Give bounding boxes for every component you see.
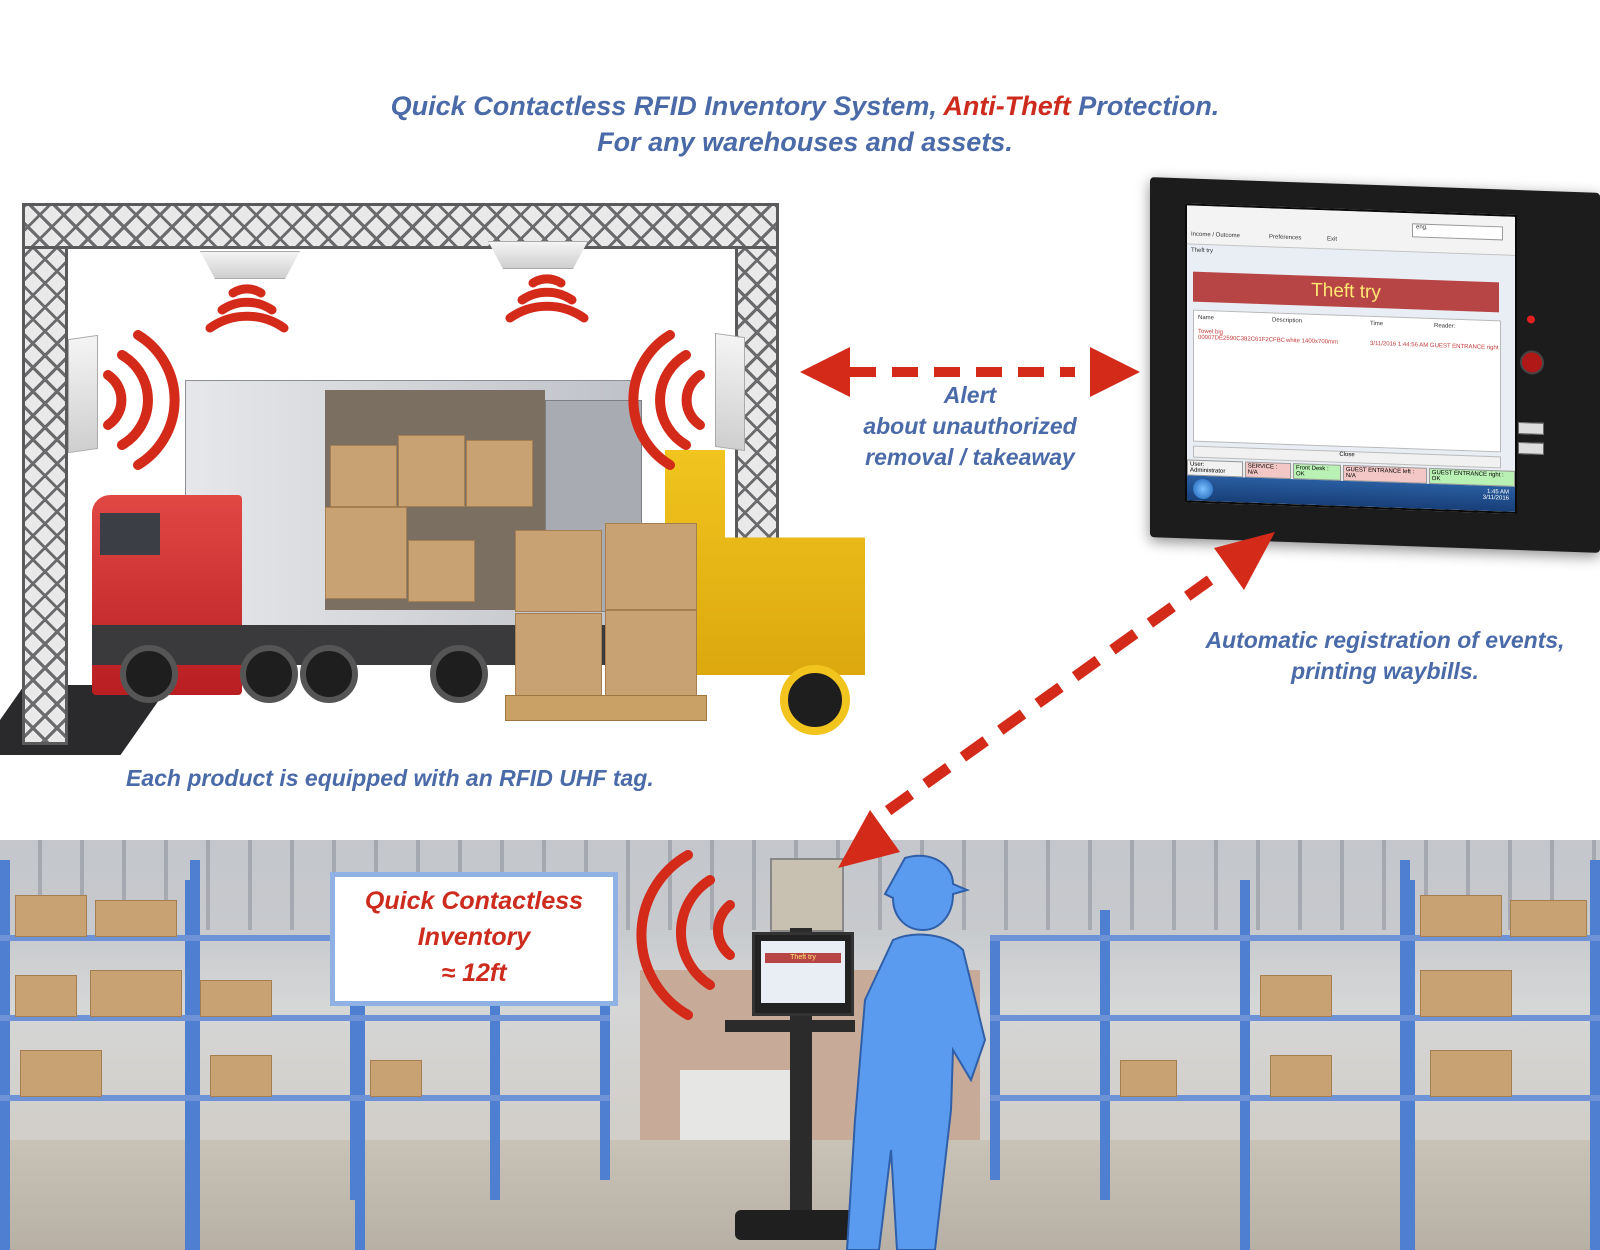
shelf-box [370, 1060, 422, 1097]
truss-top-beam [22, 203, 779, 249]
inventory-callout: Quick Contactless Inventory ≈ 12ft [330, 872, 618, 1006]
forklift-wheel [780, 665, 850, 735]
rfid-antenna-top-left [200, 251, 300, 279]
shelf-box [210, 1055, 272, 1097]
alert-line1: Alert [943, 382, 997, 408]
inventory-range: ≈ 12ft [441, 959, 507, 987]
shelf-rack-left [490, 940, 610, 1180]
cargo-box [408, 540, 475, 602]
truck-wheel [300, 645, 358, 703]
cart-antenna-panel [770, 858, 844, 932]
truck-wheel [120, 645, 178, 703]
rfid-gate-scene [0, 195, 900, 775]
rfid-antenna-top-right [488, 241, 588, 269]
signal-waves-right [628, 330, 705, 470]
pallet-box [515, 613, 602, 697]
registration-line2: printing waybills. [1291, 658, 1479, 684]
tag-note: Each product is equipped with an RFID UH… [126, 765, 654, 791]
inventory-line2: Inventory [417, 923, 531, 951]
shelf-box [1270, 1055, 1332, 1097]
signal-waves-top-left [205, 284, 289, 333]
shelf-box [15, 975, 77, 1017]
shelf-box [1260, 975, 1332, 1017]
title-line1: Quick Contactless RFID Inventory System, [390, 91, 944, 121]
page-title: Quick Contactless RFID Inventory System,… [0, 88, 1600, 160]
shelf-box [200, 980, 272, 1017]
warehouse-scene: Theft try [0, 840, 1600, 1250]
registration-line1: Automatic registration of events, [1205, 627, 1565, 653]
shelf-rack-left [0, 860, 200, 1250]
cargo-box [330, 445, 397, 507]
laptop-screen: Theft try [761, 941, 845, 1003]
shelf-beam [990, 1015, 1600, 1021]
shelf-box [20, 1050, 102, 1097]
shelf-box [1510, 900, 1587, 937]
signal-waves-left [103, 330, 180, 470]
shelf-beam [0, 935, 610, 941]
truck-windshield [100, 513, 160, 555]
shelf-beam [0, 1015, 610, 1021]
cargo-box [398, 435, 465, 507]
shelf-rack-left [185, 880, 365, 1250]
cart-tray [725, 1020, 855, 1032]
inventory-line1: Quick Contactless [364, 887, 584, 915]
shelf-box [90, 970, 182, 1017]
worker-silhouette [845, 854, 987, 1250]
shelf-box [1120, 1060, 1177, 1097]
shelf-box [95, 900, 177, 937]
cargo-box [466, 440, 533, 507]
truss-left-post [22, 205, 68, 745]
registration-arrow [838, 532, 1275, 868]
signal-waves-cart [636, 850, 735, 1020]
shelf-box [1420, 895, 1502, 937]
pallet-box [605, 610, 697, 697]
shelf-box [15, 895, 87, 937]
title-line1-end: Protection. [1070, 91, 1220, 121]
shelf-box [1430, 1050, 1512, 1097]
laptop-alert-banner: Theft try [765, 953, 841, 963]
cart-laptop: Theft try [752, 932, 854, 1016]
title-line2: For any warehouses and assets. [597, 127, 1013, 157]
shelf-beam [990, 1095, 1600, 1101]
truck-wheel [240, 645, 298, 703]
wooden-pallet [505, 695, 707, 721]
alert-arrow [800, 347, 1140, 397]
shelf-box [1420, 970, 1512, 1017]
pallet-box [605, 523, 697, 610]
truck-wheel [430, 645, 488, 703]
alert-line2: about unauthorized [863, 413, 1077, 439]
signal-waves-top-right [505, 274, 589, 323]
registration-annotation: Automatic registration of events, printi… [1170, 625, 1600, 687]
alert-annotation: Alert about unauthorized removal / takea… [830, 380, 1110, 473]
cargo-box [325, 507, 407, 599]
shelf-rack-right [990, 940, 1110, 1180]
title-highlight: Anti-Theft [943, 91, 1071, 121]
shelf-beam [990, 935, 1600, 941]
shelf-beam [0, 1095, 610, 1101]
pallet-box [515, 530, 602, 612]
alert-line3: removal / takeaway [865, 444, 1075, 470]
